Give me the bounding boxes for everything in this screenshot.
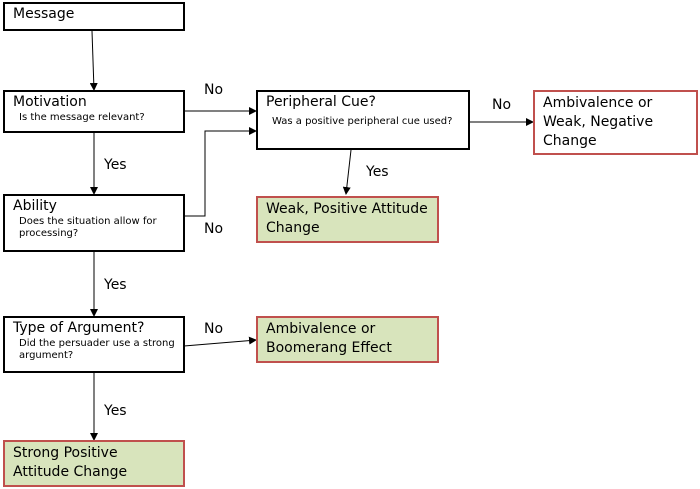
node-weak-positive: Weak, Positive Attitude Change xyxy=(256,196,439,243)
node-ambivalence-weak-negative-text: Ambivalence or Weak, Negative Change xyxy=(543,95,654,149)
label-ability-no: No xyxy=(204,221,224,237)
node-motivation: Motivation Is the message relevant? xyxy=(3,90,185,133)
node-peripheral-cue: Peripheral Cue? Was a positive periphera… xyxy=(256,90,470,150)
node-ambivalence-boomerang-text: Ambivalence or Boomerang Effect xyxy=(266,321,392,356)
node-ability-subtitle: Does the situation allow for processing? xyxy=(19,216,157,239)
label-peripheral-no: No xyxy=(492,97,512,113)
node-message: Message xyxy=(3,2,185,31)
arrow-ability-to-peripheral xyxy=(184,127,257,217)
node-ambivalence-boomerang: Ambivalence or Boomerang Effect xyxy=(256,316,439,363)
node-ambivalence-weak-negative: Ambivalence or Weak, Negative Change xyxy=(533,90,698,155)
node-strong-positive-text: Strong Positive Attitude Change xyxy=(13,445,128,480)
node-weak-positive-text: Weak, Positive Attitude Change xyxy=(266,201,428,236)
node-ability-title: Ability xyxy=(13,198,57,214)
node-type-of-argument: Type of Argument? Did the persuader use … xyxy=(3,316,185,373)
label-argument-no: No xyxy=(204,321,224,337)
node-motivation-title: Motivation xyxy=(13,94,87,110)
arrow-argument-to-boomerang xyxy=(183,336,257,347)
label-motivation-yes: Yes xyxy=(104,157,127,173)
node-type-of-argument-subtitle: Did the persuader use a strong argument? xyxy=(19,338,175,361)
node-motivation-subtitle: Is the message relevant? xyxy=(19,112,145,123)
node-type-of-argument-title: Type of Argument? xyxy=(13,320,145,336)
label-peripheral-yes: Yes xyxy=(366,164,389,180)
node-peripheral-cue-title: Peripheral Cue? xyxy=(266,94,376,110)
node-strong-positive: Strong Positive Attitude Change xyxy=(3,440,185,487)
label-ability-yes: Yes xyxy=(104,277,127,293)
node-peripheral-cue-subtitle: Was a positive peripheral cue used? xyxy=(272,116,453,127)
label-argument-yes: Yes xyxy=(104,403,127,419)
node-message-title: Message xyxy=(13,6,75,22)
label-motivation-no: No xyxy=(204,82,224,98)
node-ability: Ability Does the situation allow for pro… xyxy=(3,194,185,252)
arrow-peripheral-to-weak-positive xyxy=(342,149,352,195)
arrow-message-to-motivation xyxy=(89,30,98,91)
